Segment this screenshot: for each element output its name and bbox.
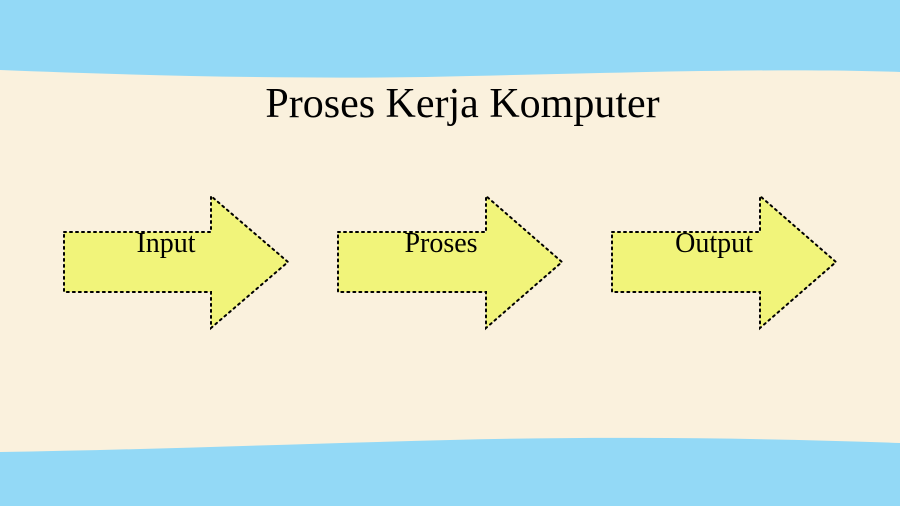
page-title: Proses Kerja Komputer [265, 81, 660, 127]
arrow-proses [337, 193, 564, 331]
step-label-proses: Proses [404, 228, 478, 259]
arrow-output [611, 193, 838, 331]
arrow-input [63, 193, 290, 331]
step-label-input: Input [136, 228, 196, 259]
step-label-output: Output [675, 228, 753, 259]
